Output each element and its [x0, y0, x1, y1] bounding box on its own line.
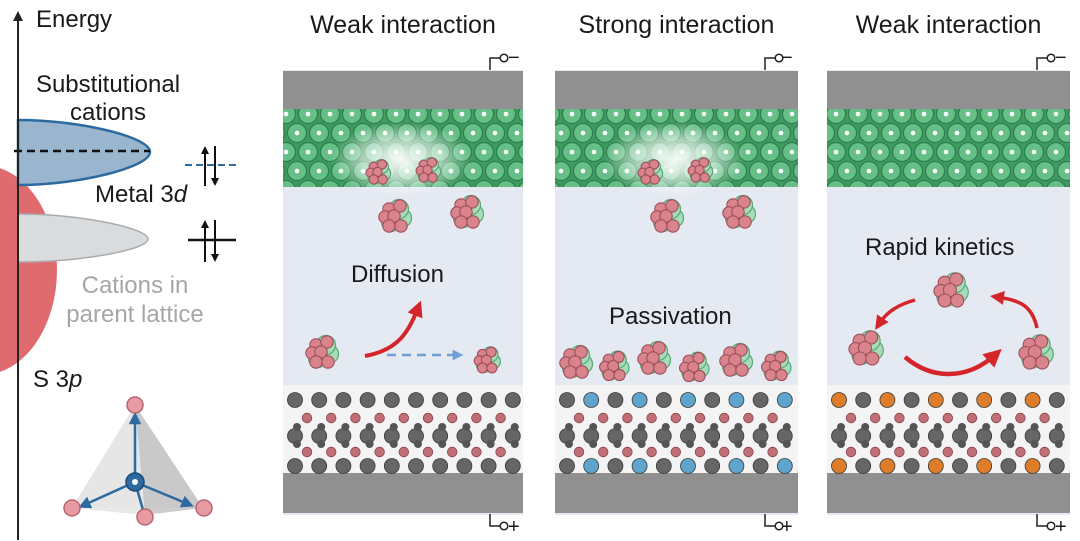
ion-cluster — [415, 157, 442, 183]
panel-2-bottom-terminal-sign: + — [781, 516, 793, 538]
bottom-current-collector — [555, 473, 798, 513]
ion-cluster — [933, 272, 969, 308]
ion-cluster — [760, 350, 792, 382]
s3p-band — [0, 168, 57, 372]
panel-2-title: Strong interaction — [578, 11, 775, 39]
parent-lattice-label: Cations in parent lattice — [66, 272, 204, 328]
panel-2-caption: Passivation — [609, 303, 732, 330]
ion-cluster — [637, 159, 664, 185]
cycle-arrow-right — [990, 291, 1039, 329]
metal-3d-label-main: Metal 3 — [95, 181, 174, 208]
deposition-glow — [331, 122, 471, 198]
ion-cluster — [598, 350, 630, 382]
energy-diagram — [0, 11, 236, 540]
top-current-collector — [283, 71, 523, 109]
ion-cluster — [687, 157, 714, 183]
energy-axis-label: Energy — [36, 6, 113, 33]
metal-3d-label: Metal 3d — [95, 183, 187, 207]
ion-cluster — [678, 351, 710, 383]
lattice-atoms — [287, 392, 521, 474]
ion-cluster — [365, 159, 392, 185]
panel-1-caption: Diffusion — [351, 261, 444, 288]
substitutional-cations-label: Substitutional cations — [35, 71, 181, 126]
panel-1-bottom-terminal-sign: + — [508, 516, 520, 538]
panel-2 — [555, 53, 798, 531]
top-terminal-wire — [489, 57, 500, 70]
panel-3-top-terminal-sign: − — [1055, 47, 1067, 69]
ion-cluster — [1018, 334, 1054, 370]
ion-cluster — [650, 198, 685, 233]
panel-1-title: Weak interaction — [310, 11, 496, 39]
bottom-terminal-wire — [1036, 514, 1047, 527]
bottom-terminal-wire — [489, 514, 500, 527]
panel-1 — [283, 53, 523, 531]
panel-3 — [827, 53, 1070, 531]
panel-3-title: Weak interaction — [855, 11, 1042, 39]
zinc-anode — [827, 109, 1070, 187]
top-terminal — [774, 53, 784, 63]
parent-band — [17, 213, 149, 263]
cycle-arrow-bottom — [903, 349, 1002, 377]
top-current-collector — [555, 71, 798, 109]
deposition-glow — [604, 122, 745, 198]
cycle-arrow-left — [875, 298, 916, 330]
bottom-terminal-wire — [764, 514, 775, 527]
bottom-current-collector — [827, 473, 1070, 513]
panel-3-bottom-terminal-sign: + — [1055, 516, 1067, 538]
ion-cluster — [305, 334, 340, 369]
s3p-label-main: S 3 — [33, 366, 70, 393]
s3p-label: S 3p — [33, 368, 82, 392]
panel-2-top-terminal-sign: − — [781, 47, 793, 69]
substitutional-band — [16, 118, 152, 187]
top-terminal — [1046, 53, 1056, 63]
ion-cluster — [559, 344, 594, 379]
lattice-atoms — [831, 392, 1065, 474]
panel-3-caption: Rapid kinetics — [865, 234, 1015, 261]
top-terminal-wire — [1036, 57, 1047, 70]
top-terminal-wire — [764, 57, 775, 70]
metal-3d-label-italic: d — [173, 181, 188, 208]
bottom-terminal — [499, 521, 509, 531]
ion-cluster — [450, 194, 485, 229]
diffusion-arrow — [364, 300, 423, 358]
top-terminal — [499, 53, 509, 63]
ion-cluster — [848, 330, 884, 366]
bottom-current-collector — [283, 473, 523, 513]
ion-cluster — [722, 194, 757, 229]
ion-cluster — [378, 198, 413, 233]
bottom-terminal — [1046, 521, 1056, 531]
panel-1-top-terminal-sign: − — [508, 47, 520, 69]
ion-cluster — [637, 340, 672, 375]
s3p-label-italic: p — [69, 366, 83, 393]
ion-cluster — [719, 342, 754, 377]
panels-layer — [283, 53, 1070, 531]
tetrahedron-icon — [63, 396, 213, 526]
bottom-terminal — [774, 521, 784, 531]
ion-cluster — [473, 346, 501, 374]
top-current-collector — [827, 71, 1070, 109]
lattice-atoms — [559, 392, 793, 474]
